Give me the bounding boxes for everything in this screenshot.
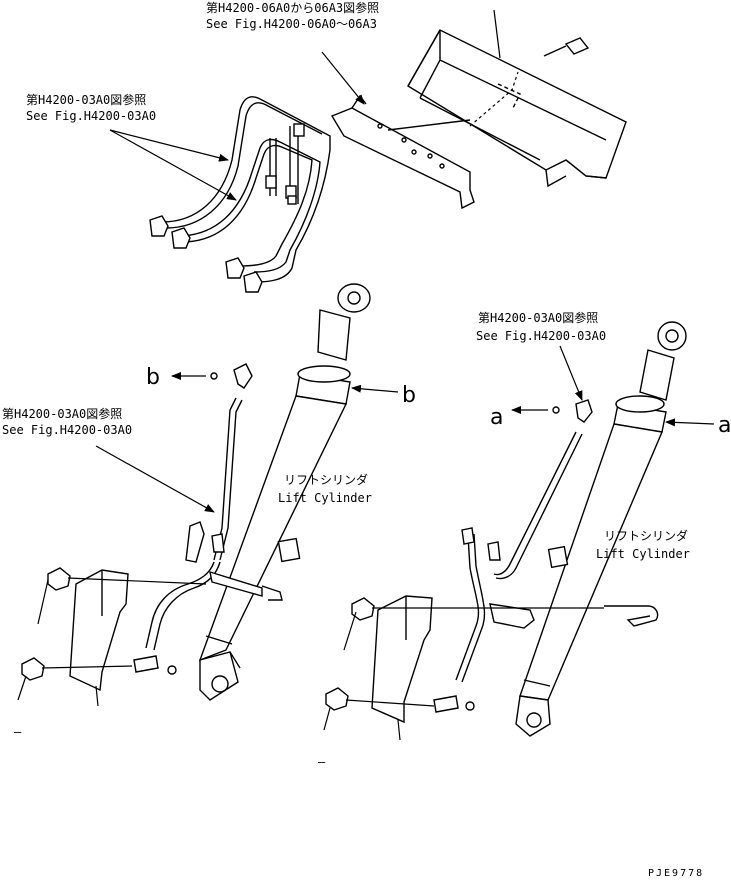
ref-pipes-jp: 第H4200-03A0図参照 xyxy=(26,92,146,107)
ref-left-jp: 第H4200-03A0図参照 xyxy=(2,406,122,421)
mark-b-right: b xyxy=(402,383,416,408)
ref-top-jp: 第H4200-06A0から06A3図参照 xyxy=(206,0,379,15)
pipe-fitting-3 xyxy=(225,257,245,279)
fittings-left xyxy=(133,521,283,675)
lift-cylinder-left xyxy=(198,283,371,701)
elbow-fitting-left xyxy=(233,363,253,389)
pipe-fitting-2 xyxy=(171,227,191,249)
ref-right-jp: 第H4200-03A0図参照 xyxy=(478,310,598,325)
cyl-right-jp: リフトシリンダ xyxy=(604,528,688,543)
ref-pipes-en: See Fig.H4200-03A0 xyxy=(26,109,156,123)
fittings-right xyxy=(433,527,659,713)
lift-cylinder-right xyxy=(515,321,687,737)
o-ring-left xyxy=(210,372,218,380)
dash-left: – xyxy=(14,725,22,739)
mark-a-left: a xyxy=(490,405,503,430)
mark-a-right: a xyxy=(718,413,731,438)
cover-plate-right xyxy=(371,595,433,724)
ref-right-en: See Fig.H4200-03A0 xyxy=(476,329,606,343)
ref-left-en: See Fig.H4200-03A0 xyxy=(2,423,132,437)
bolts-right xyxy=(325,597,375,711)
pipe-fitting-1 xyxy=(149,215,169,237)
drawing-code: PJE9778 xyxy=(648,868,704,879)
ref-pipes-leader-2 xyxy=(109,129,237,201)
ref-left-leader xyxy=(95,445,215,513)
cyl-right-en: Lift Cylinder xyxy=(596,547,690,561)
ref-right-leader xyxy=(559,345,583,401)
mark-b-left: b xyxy=(146,365,160,390)
pipe-fitting-4 xyxy=(243,271,263,293)
cyl-left-en: Lift Cylinder xyxy=(278,491,372,505)
bolts-left xyxy=(21,567,71,681)
elbow-fitting-right xyxy=(575,399,593,423)
pipe-bundle xyxy=(161,96,331,283)
ref-top-leader xyxy=(321,51,365,105)
ref-pipes-leader-1 xyxy=(109,129,229,162)
ref-top-en: See Fig.H4200-06A0～06A3 xyxy=(206,17,377,31)
cyl-left-jp: リフトシリンダ xyxy=(284,472,368,487)
top-bolt xyxy=(543,37,590,57)
dash-right: – xyxy=(318,755,326,769)
cover-plate-left xyxy=(69,569,129,692)
o-ring-right xyxy=(552,406,560,414)
cover-assembly xyxy=(407,29,627,188)
hose-right xyxy=(455,431,583,683)
